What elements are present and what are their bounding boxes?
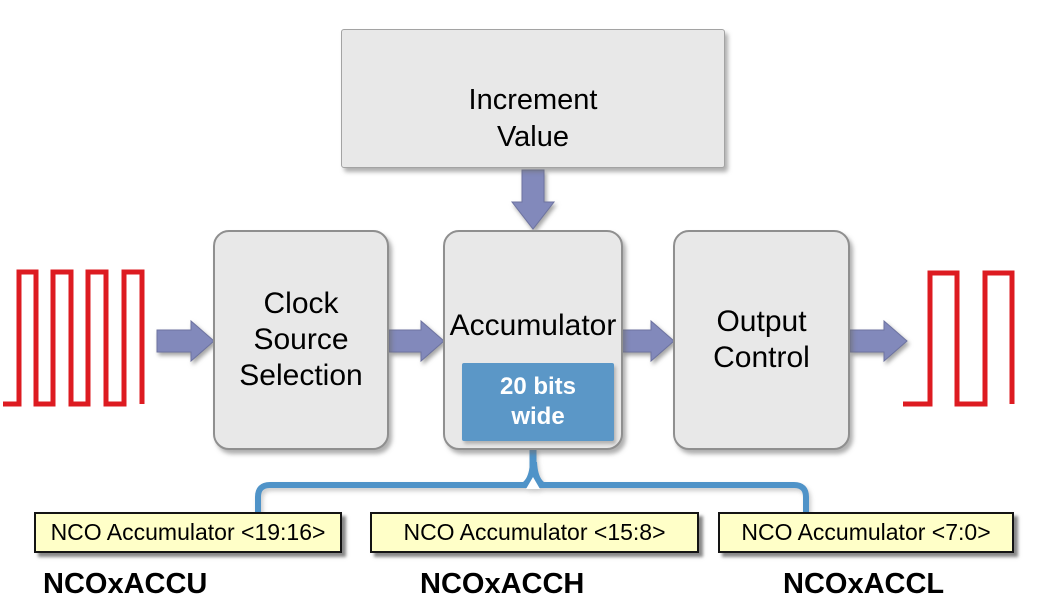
arrow-increment-down-icon [510, 169, 556, 230]
accumulator-label: Accumulator [449, 309, 617, 342]
block-output-control: Output Control [673, 230, 850, 450]
register-name-accu: NCOxACCU [43, 568, 208, 600]
block-increment-value: Increment Value [341, 29, 725, 168]
block-clock-source-selection: Clock Source Selection [213, 230, 389, 450]
register-bracket-icon [255, 448, 809, 514]
register-box-accu: NCO Accumulator <19:16> [34, 512, 342, 553]
register-name-acch: NCOxACCH [420, 568, 585, 600]
accumulator-width-badge: 20 bits wide [462, 363, 614, 441]
arrow-output-to-signal-icon [849, 319, 908, 363]
register-box-accl: NCO Accumulator <7:0> [718, 512, 1014, 553]
arrow-input-to-clock-icon [156, 319, 215, 363]
block-accumulator: Accumulator 20 bits wide [443, 230, 623, 450]
arrow-accumulator-to-output-icon [621, 319, 675, 363]
flow-arrows [156, 169, 908, 363]
input-clock-waveform-icon [3, 269, 145, 407]
arrow-clock-to-accumulator-icon [388, 319, 445, 363]
register-box-acch: NCO Accumulator <15:8> [370, 512, 699, 553]
output-clock-waveform-icon [903, 270, 1015, 407]
register-name-accl: NCOxACCL [783, 568, 945, 600]
